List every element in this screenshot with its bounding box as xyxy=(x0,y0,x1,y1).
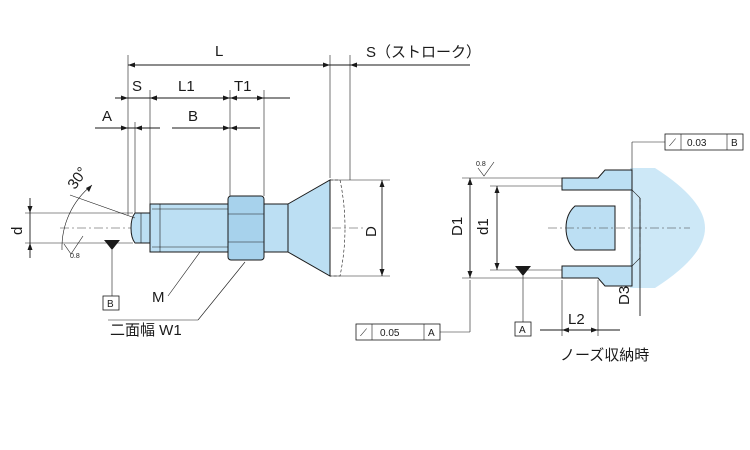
datum-B-left-label: B xyxy=(107,299,114,310)
dim-D-label: D xyxy=(363,226,380,237)
dim-L-label: L xyxy=(215,43,223,60)
dim-S-label: S xyxy=(132,78,142,95)
dim-row-3: A B xyxy=(95,108,260,213)
tolerance-right-symbol: ⟋ xyxy=(669,138,676,149)
dim-d-label: d xyxy=(9,227,26,235)
dim-L2: L2 xyxy=(540,280,620,336)
thread-leader xyxy=(167,251,201,297)
dim-row-2: S L1 T1 xyxy=(115,78,290,204)
surface-finish-right: 0.8 xyxy=(476,161,495,177)
tolerance-right-value: 0.03 xyxy=(687,138,707,149)
dim-S-stroke: S（ストローク） xyxy=(330,44,481,180)
tolerance-left-value: 0.05 xyxy=(380,328,400,339)
fixture-wall-top xyxy=(561,169,633,191)
datum-A-right-label: A xyxy=(519,325,526,336)
dim-D3-label: D3 xyxy=(616,286,633,305)
thread-label: M xyxy=(152,289,165,306)
tolerance-frame-left: ⟋ 0.05 A xyxy=(355,280,471,341)
dim-B-label: B xyxy=(188,108,198,125)
nose-retracted-label: ノーズ収納時 xyxy=(560,347,649,364)
mounting-fixture xyxy=(548,168,705,288)
dim-D1: D1 xyxy=(449,177,562,279)
surface-finish-left-label: 0.8 xyxy=(70,253,80,260)
dim-T1-label: T1 xyxy=(234,78,252,95)
dim-D: D xyxy=(330,179,390,277)
fixture-wall-bottom xyxy=(561,265,633,287)
tolerance-left-datum: A xyxy=(428,328,435,339)
tolerance-left-symbol: ⟋ xyxy=(360,328,367,339)
dim-angle: 30° xyxy=(61,164,136,251)
plunger-part xyxy=(60,179,365,277)
plunger-knob xyxy=(287,179,331,277)
dim-L1-label: L1 xyxy=(178,78,195,95)
dim-d: d xyxy=(9,198,133,258)
dim-L: L xyxy=(127,43,331,215)
plunger-threaded-body xyxy=(149,203,231,253)
tolerance-right-datum: B xyxy=(731,138,738,149)
dim-L2-label: L2 xyxy=(568,311,585,328)
dim-d1: d1 xyxy=(475,185,562,271)
flats-leader xyxy=(197,261,246,321)
flats-label: 二面幅 W1 xyxy=(110,322,182,339)
dim-A-label: A xyxy=(102,108,112,125)
dim-D3: D3 xyxy=(616,198,641,316)
dim-D1-label: D1 xyxy=(449,217,466,236)
dim-S-stroke-label: S（ストローク） xyxy=(366,44,481,61)
surface-finish-right-label: 0.8 xyxy=(476,161,486,168)
plunger-hex-nut xyxy=(227,195,265,261)
plunger-housing xyxy=(263,203,289,253)
datum-A-right: A xyxy=(514,266,532,337)
dim-d1-label: d1 xyxy=(475,218,492,235)
surface-finish-left: 0.8 xyxy=(63,235,84,260)
tolerance-frame-right: ⟋ 0.03 B xyxy=(631,133,744,170)
datum-B-left: B xyxy=(102,240,120,311)
